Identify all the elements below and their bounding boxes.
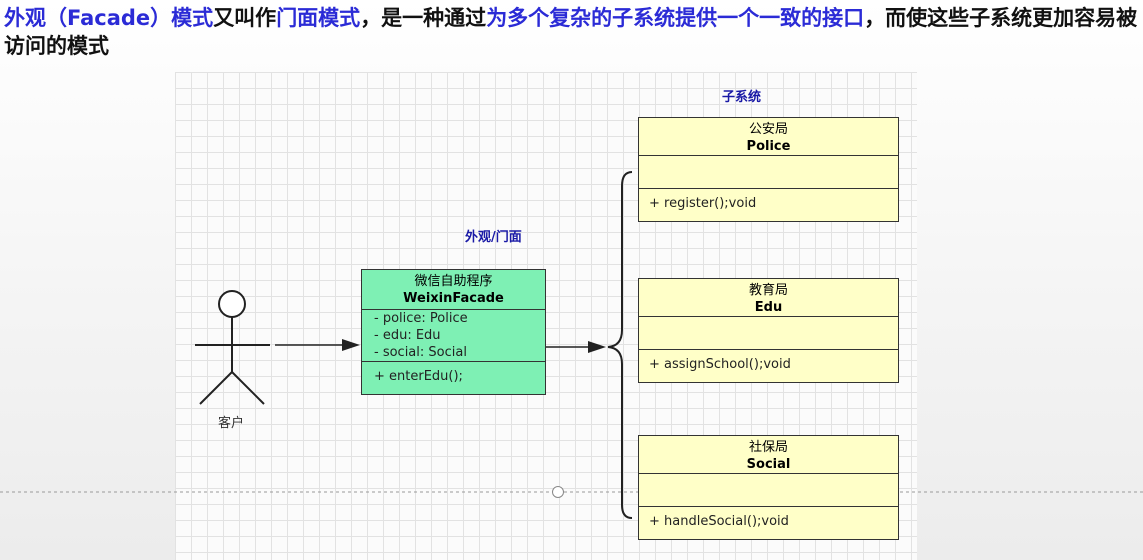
social-title-en: Social bbox=[746, 457, 791, 472]
facade-op-enteredu: + enterEdu(); bbox=[374, 369, 463, 384]
social-attributes bbox=[639, 474, 898, 507]
actor-figure bbox=[195, 290, 270, 405]
police-op-register: + register();void bbox=[649, 196, 757, 211]
heading-part-5: 为多个 bbox=[486, 6, 550, 30]
police-title-cn: 公安局 bbox=[748, 122, 788, 137]
heading-part-6: 复杂的子系统提供一个一致的接口 bbox=[549, 6, 865, 30]
police-class-header: 公安局 Police bbox=[639, 118, 898, 156]
heading-part-4: ，是一种通过 bbox=[360, 6, 487, 30]
edu-op-assignschool: + assignSchool();void bbox=[649, 357, 791, 372]
edu-class-header: 教育局 Edu bbox=[639, 279, 898, 317]
social-class-box[interactable]: 社保局 Social + handleSocial();void bbox=[638, 435, 899, 540]
facade-attr-social: - social: Social bbox=[374, 345, 467, 360]
edu-class-box[interactable]: 教育局 Edu + assignSchool();void bbox=[638, 278, 899, 383]
facade-attr-edu: - edu: Edu bbox=[374, 328, 441, 343]
police-attributes bbox=[639, 156, 898, 189]
social-op-handlesocial: + handleSocial();void bbox=[649, 514, 789, 529]
edu-title-cn: 教育局 bbox=[748, 283, 788, 298]
facade-attr-police: - police: Police bbox=[374, 311, 468, 326]
facade-label: 外观/门面 bbox=[465, 230, 522, 245]
heading-text: 外观（Facade）模式又叫作门面模式，是一种通过为多个复杂的子系统提供一个一致… bbox=[4, 4, 1139, 60]
resize-handle[interactable] bbox=[552, 486, 564, 498]
social-class-header: 社保局 Social bbox=[639, 436, 898, 474]
subsystems-brace bbox=[607, 171, 633, 519]
police-class-box[interactable]: 公安局 Police + register();void bbox=[638, 117, 899, 222]
facade-class-box[interactable]: 微信自助程序 WeixinFacade - police: Police - e… bbox=[361, 269, 546, 395]
facade-attributes: - police: Police - edu: Edu - social: So… bbox=[362, 310, 545, 362]
facade-class-header: 微信自助程序 WeixinFacade bbox=[362, 270, 545, 310]
arrow-facade-to-subsystems bbox=[546, 341, 606, 353]
edu-title-en: Edu bbox=[754, 300, 783, 315]
heading-part-2: 又叫作 bbox=[213, 6, 277, 30]
edu-attributes bbox=[639, 317, 898, 350]
heading-part-1: 外观（Facade）模式 bbox=[4, 6, 214, 30]
heading-part-7: ，而使这些子系统更加容易被访问的模式 bbox=[4, 6, 1138, 58]
facade-title-en: WeixinFacade bbox=[403, 291, 504, 306]
social-title-cn: 社保局 bbox=[748, 440, 788, 455]
police-operations: + register();void bbox=[639, 189, 898, 220]
facade-title-cn: 微信自助程序 bbox=[414, 274, 493, 289]
facade-operations: + enterEdu(); bbox=[362, 362, 545, 393]
police-title-en: Police bbox=[746, 139, 791, 154]
social-operations: + handleSocial();void bbox=[639, 507, 898, 538]
arrow-actor-to-facade bbox=[275, 339, 360, 351]
edu-operations: + assignSchool();void bbox=[639, 350, 898, 381]
actor-label: 客户 bbox=[218, 416, 245, 431]
heading-part-3: 门面模式 bbox=[276, 6, 361, 30]
subsystem-label: 子系统 bbox=[722, 90, 762, 105]
